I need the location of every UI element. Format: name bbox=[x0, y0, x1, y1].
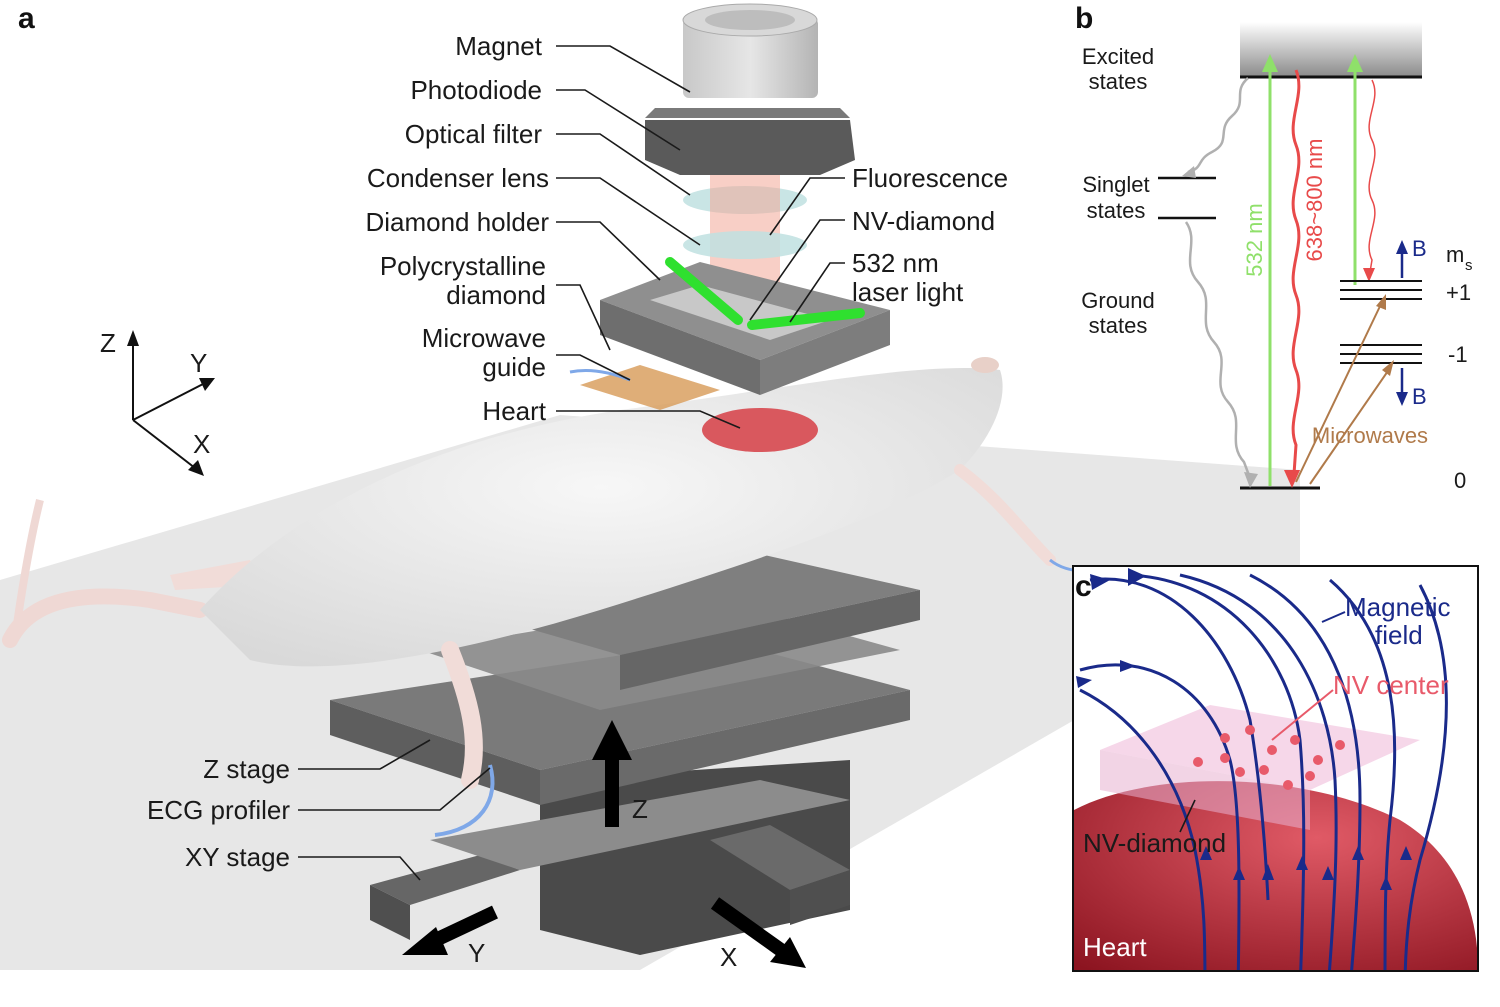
wl-532-label: 532 nm bbox=[1242, 203, 1267, 276]
b-up-label: B bbox=[1412, 236, 1427, 261]
field-lines bbox=[1079, 573, 1448, 970]
label-microwave-2: guide bbox=[482, 352, 546, 382]
ms-minus1-levels bbox=[1340, 344, 1422, 364]
label-fluorescence: Fluorescence bbox=[852, 163, 1008, 193]
label-heart: Heart bbox=[482, 396, 546, 426]
singlet-to-ground-path bbox=[1184, 221, 1252, 479]
magnetic-label-2: field bbox=[1375, 620, 1423, 650]
component-labels-left: Magnet Photodiode Optical filter Condens… bbox=[147, 31, 549, 872]
panel-c: c Magnetic field NV center NV-diamond He… bbox=[1072, 565, 1479, 972]
nv-diamond-c-leader bbox=[1179, 799, 1196, 833]
z-stage bbox=[330, 545, 920, 870]
b-down-arrowhead bbox=[1396, 392, 1408, 406]
magnetic-leader bbox=[1321, 611, 1346, 623]
label-magnet: Magnet bbox=[455, 31, 542, 61]
nv-diamond-c-label: NV-diamond bbox=[1083, 828, 1226, 858]
condenser-lens bbox=[683, 231, 807, 259]
label-condenser-lens: Condenser lens bbox=[367, 163, 549, 193]
label-photodiode: Photodiode bbox=[410, 75, 542, 105]
heart-a bbox=[702, 408, 818, 452]
heart-c bbox=[1074, 781, 1477, 970]
stage-arrow-z-label: Z bbox=[632, 794, 648, 824]
photodiode bbox=[645, 108, 855, 175]
axis-z-label: Z bbox=[100, 328, 116, 358]
nv-diamond-slab bbox=[1100, 705, 1420, 790]
excitation-arrowhead-ms1 bbox=[1347, 54, 1363, 72]
label-nv-diamond: NV-diamond bbox=[852, 206, 995, 236]
label-polycrystalline-2: diamond bbox=[446, 280, 546, 310]
nv-diamond-slab-side bbox=[1100, 750, 1310, 830]
leader-lines bbox=[298, 45, 845, 881]
ecg-wire bbox=[434, 764, 495, 837]
nv-center-leader bbox=[1271, 689, 1334, 741]
laser-beams bbox=[665, 257, 865, 330]
axis-x-label: X bbox=[193, 429, 210, 459]
panel-c-letter: c bbox=[1075, 570, 1092, 603]
ms-subscript: s bbox=[1465, 257, 1473, 274]
magnet bbox=[682, 3, 818, 98]
panel-a-letter: a bbox=[18, 2, 35, 35]
label-polycrystalline-1: Polycrystalline bbox=[380, 251, 546, 281]
axis-y-label: Y bbox=[190, 348, 207, 378]
label-microwave-1: Microwave bbox=[422, 323, 546, 353]
label-optical-filter: Optical filter bbox=[405, 119, 543, 149]
stage-arrow-y-label: Y bbox=[468, 938, 485, 968]
ms-plus1-label: +1 bbox=[1446, 280, 1471, 305]
panel-b-letter: b bbox=[1075, 2, 1093, 35]
ms-label: m bbox=[1446, 242, 1464, 267]
stage-arrows: Z Y X bbox=[402, 720, 806, 972]
ms-zero-label: 0 bbox=[1454, 468, 1466, 493]
magnetic-label-1: Magnetic bbox=[1345, 592, 1451, 622]
singlet-label-1: Singlet bbox=[1082, 172, 1149, 197]
ms-minus1-label: -1 bbox=[1448, 342, 1468, 367]
singlet-arrowhead bbox=[1244, 472, 1258, 488]
heart-c-label: Heart bbox=[1083, 932, 1147, 962]
ground-label-2: states bbox=[1089, 313, 1148, 338]
diamond-holder bbox=[600, 262, 890, 395]
label-laser-2: laser light bbox=[852, 277, 964, 307]
stage-arrow-x-label: X bbox=[720, 942, 737, 972]
isc-path bbox=[1187, 77, 1249, 174]
component-labels-right: Fluorescence NV-diamond 532 nm laser lig… bbox=[852, 163, 1008, 307]
label-z-stage: Z stage bbox=[203, 754, 290, 784]
isc-arrowhead bbox=[1182, 166, 1196, 178]
excitation-arrowhead bbox=[1262, 54, 1278, 72]
emission-arrowhead bbox=[1284, 470, 1300, 488]
label-ecg-profiler: ECG profiler bbox=[147, 795, 290, 825]
microwaves-label: Microwaves bbox=[1312, 423, 1428, 448]
nv-centers bbox=[1193, 725, 1345, 790]
wl-emission-label: 638~800 nm bbox=[1302, 139, 1327, 262]
excited-label-1: Excited bbox=[1082, 44, 1154, 69]
label-laser-1: 532 nm bbox=[852, 248, 939, 278]
ms-plus1-levels bbox=[1340, 280, 1422, 300]
microwave-arrows bbox=[1295, 294, 1394, 485]
label-xy-stage: XY stage bbox=[185, 842, 290, 872]
axes-triad: Z Y X bbox=[100, 328, 215, 476]
excited-label-2: states bbox=[1089, 69, 1148, 94]
emission-wave-thin bbox=[1368, 79, 1376, 273]
emission-thin-arrowhead bbox=[1363, 268, 1375, 282]
field-arrowheads bbox=[1076, 568, 1412, 890]
nv-center-label: NV center bbox=[1333, 670, 1449, 700]
emission-wave-red bbox=[1291, 69, 1301, 475]
b-up-arrowhead bbox=[1396, 240, 1408, 254]
label-diamond-holder: Diamond holder bbox=[365, 207, 549, 237]
singlet-label-2: states bbox=[1087, 198, 1146, 223]
b-down-label: B bbox=[1412, 384, 1427, 409]
ground-label-1: Ground bbox=[1081, 288, 1154, 313]
